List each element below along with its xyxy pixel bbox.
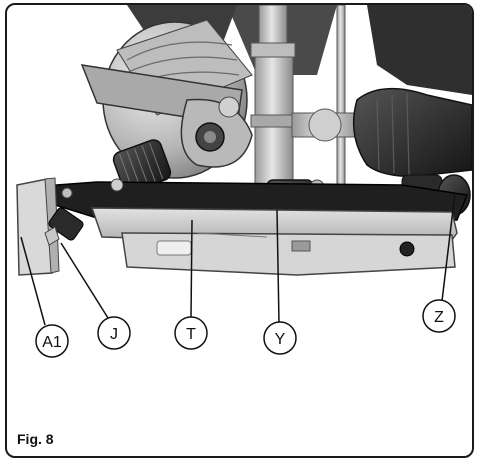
callout-z: Z <box>422 299 456 333</box>
callout-y: Y <box>263 321 297 355</box>
handle-grip <box>352 87 472 177</box>
callout-a1: A1 <box>35 324 69 358</box>
angled-motor-body <box>80 19 253 179</box>
callout-y-label: Y <box>275 331 286 348</box>
callout-j: J <box>97 316 131 350</box>
figure-frame: A1 J T Y Z Fig. 8 <box>5 3 474 458</box>
callout-z-label: Z <box>434 309 444 326</box>
vertical-column <box>250 5 346 196</box>
handle-arm <box>291 108 363 142</box>
callout-j-label: J <box>110 326 118 343</box>
router-illustration: A1 J T Y Z <box>16 5 472 358</box>
callout-t-label: T <box>186 326 196 343</box>
guide-plate-t <box>90 207 458 276</box>
callout-t: T <box>174 316 208 350</box>
callout-a1-label: A1 <box>42 334 62 351</box>
figure-caption: Fig. 8 <box>17 431 54 447</box>
leader-lines <box>20 192 456 326</box>
pin-j <box>44 207 84 246</box>
